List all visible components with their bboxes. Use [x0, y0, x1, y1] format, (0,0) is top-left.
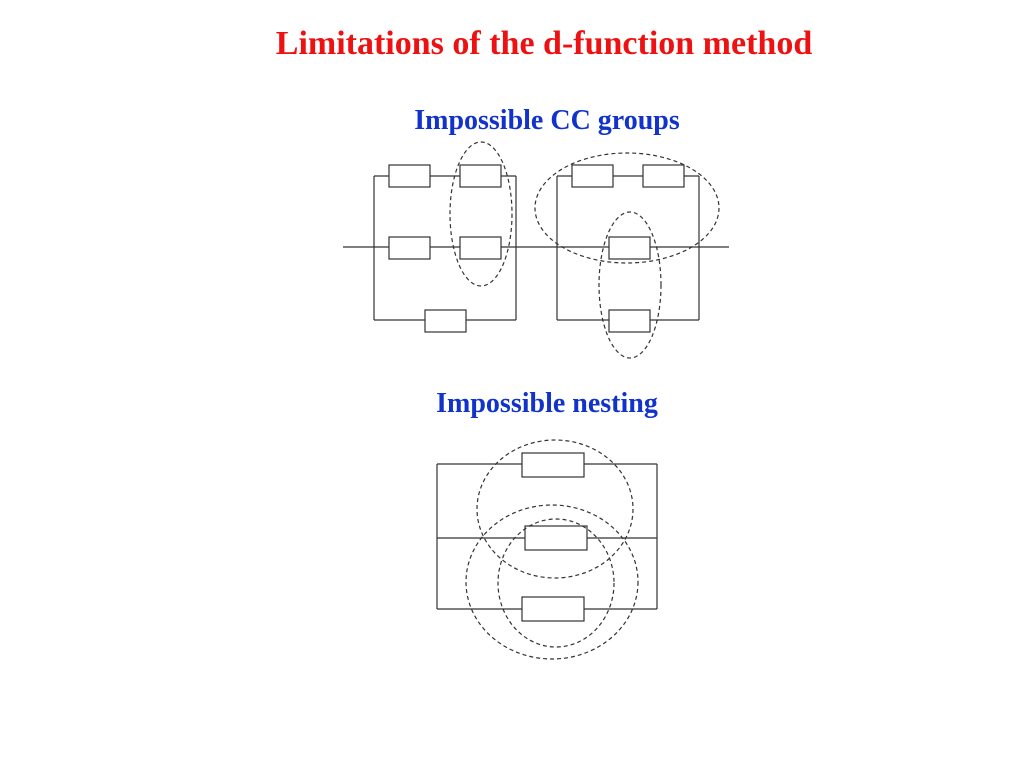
- component-left-bottom: [424, 309, 467, 333]
- slide-title: Limitations of the d-function method: [275, 25, 813, 62]
- component-nesting-top: [521, 452, 585, 478]
- nesting-group-bottom-outer: [465, 504, 639, 660]
- cc-groups-diagram: [343, 141, 729, 359]
- component-left-mid-2: [459, 236, 502, 260]
- component-left-top-1: [388, 164, 431, 188]
- nesting-group-top: [476, 439, 634, 579]
- heading-impossible-nesting: Impossible nesting: [436, 388, 658, 419]
- cc-group-right-vertical: [598, 211, 662, 359]
- component-nesting-middle: [524, 525, 588, 551]
- component-left-top-2: [459, 164, 502, 188]
- component-right-bottom: [608, 309, 651, 333]
- component-right-top-2: [642, 164, 685, 188]
- nesting-group-bottom-inner: [497, 518, 615, 648]
- component-left-mid-1: [388, 236, 431, 260]
- nesting-diagram: [436, 439, 658, 660]
- cc-group-right-horizontal: [534, 152, 720, 264]
- component-nesting-bottom: [521, 596, 585, 622]
- component-right-top-1: [571, 164, 614, 188]
- cc-group-left-vertical: [449, 141, 513, 287]
- component-right-mid: [608, 236, 651, 260]
- heading-impossible-cc-groups: Impossible CC groups: [414, 105, 680, 136]
